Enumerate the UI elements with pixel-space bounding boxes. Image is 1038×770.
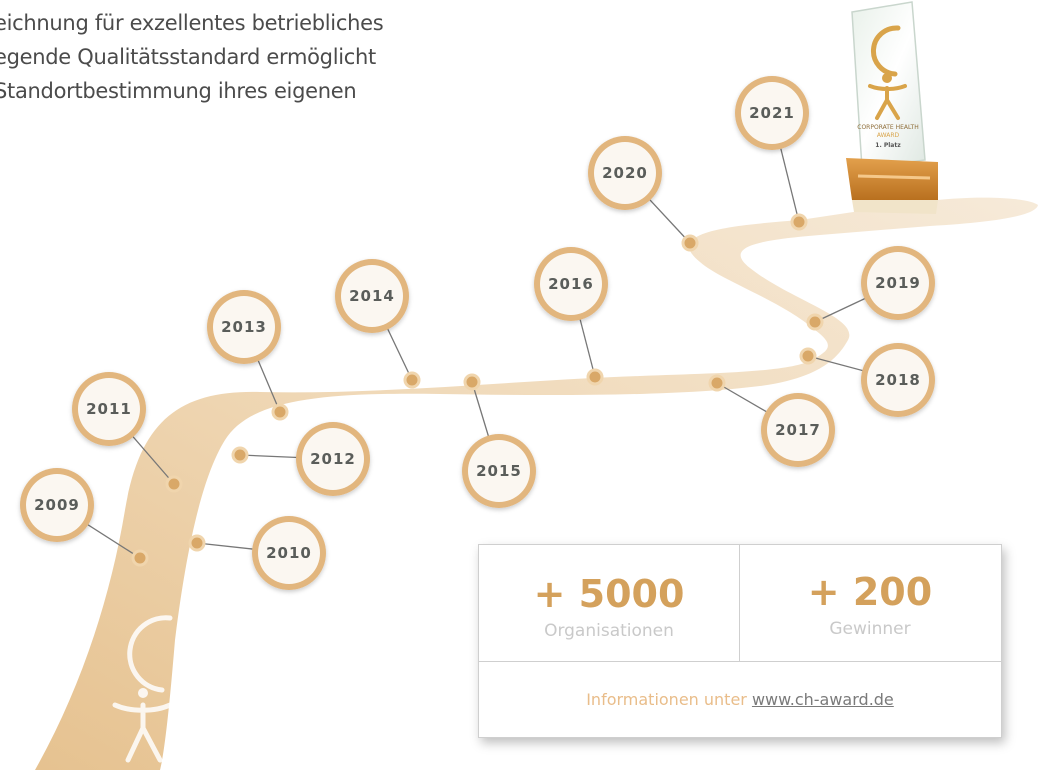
stat-organisations: + 5000 Organisationen — [479, 545, 740, 661]
year-label-2020: 2020 — [602, 164, 648, 182]
stat-winners: + 200 Gewinner — [740, 545, 1000, 661]
timeline-dot-2019 — [806, 313, 824, 331]
timeline-dot-2010 — [188, 534, 206, 552]
year-label-2010: 2010 — [266, 544, 312, 562]
timeline-dot-2016 — [586, 368, 604, 386]
year-label-2014: 2014 — [349, 287, 395, 305]
trophy-line-2: AWARD — [877, 132, 900, 139]
year-label-2018: 2018 — [875, 371, 921, 389]
intro-line-3: Standortbestimmung ihres eigenen — [0, 79, 357, 103]
year-badge-2021: 2021 — [735, 76, 809, 150]
timeline-dot-2014 — [403, 371, 421, 389]
year-badge-2015: 2015 — [462, 434, 536, 508]
timeline-dot-2009 — [131, 549, 149, 567]
year-badge-2019: 2019 — [861, 246, 935, 320]
timeline-dot-2020 — [681, 234, 699, 252]
info-row: Informationen unter www.ch-award.de — [479, 661, 1001, 738]
timeline-dot-2017 — [708, 374, 726, 392]
year-label-2012: 2012 — [310, 450, 356, 468]
year-badge-2016: 2016 — [534, 247, 608, 321]
year-badge-2017: 2017 — [761, 393, 835, 467]
award-trophy: CORPORATE HEALTH AWARD 1. Platz — [846, 1, 938, 214]
year-badge-2018: 2018 — [861, 343, 935, 417]
organisations-count: + 5000 — [533, 572, 685, 616]
year-badge-2013: 2013 — [207, 290, 281, 364]
timeline-road — [35, 197, 1038, 770]
info-prefix: Informationen unter — [586, 690, 752, 709]
year-badge-2010: 2010 — [252, 516, 326, 590]
intro-text: eichnung für exzellentes betriebliches e… — [0, 6, 514, 108]
timeline-dot-2021 — [790, 213, 808, 231]
timeline-dot-2011 — [165, 475, 183, 493]
website-link[interactable]: www.ch-award.de — [751, 690, 894, 709]
organisations-label: Organisationen — [544, 621, 674, 641]
year-badge-2012: 2012 — [296, 422, 370, 496]
year-badge-2014: 2014 — [335, 259, 409, 333]
stats-panel: + 5000 Organisationen + 200 Gewinner Inf… — [478, 544, 1002, 738]
trophy-line-3: 1. Platz — [875, 142, 901, 149]
year-label-2019: 2019 — [875, 274, 921, 292]
year-label-2009: 2009 — [34, 496, 80, 514]
year-label-2011: 2011 — [86, 400, 132, 418]
trophy-line-1: CORPORATE HEALTH — [857, 124, 918, 131]
year-label-2021: 2021 — [749, 104, 795, 122]
year-label-2017: 2017 — [775, 421, 821, 439]
year-label-2016: 2016 — [548, 275, 594, 293]
intro-line-1: eichnung für exzellentes betriebliches — [0, 11, 384, 35]
timeline-dot-2012 — [231, 446, 249, 464]
year-badge-2020: 2020 — [588, 136, 662, 210]
year-label-2013: 2013 — [221, 318, 267, 336]
trophy-logo-icon — [870, 25, 901, 77]
winners-label: Gewinner — [829, 619, 911, 639]
timeline-dot-2013 — [271, 403, 289, 421]
intro-line-2: egende Qualitätsstandard ermöglicht — [0, 45, 376, 69]
winners-count: + 200 — [807, 570, 933, 614]
ch-logo-watermark-icon — [112, 615, 173, 763]
year-badge-2009: 2009 — [20, 468, 94, 542]
year-badge-2011: 2011 — [72, 372, 146, 446]
timeline-dot-2018 — [799, 347, 817, 365]
year-label-2015: 2015 — [476, 462, 522, 480]
timeline-dot-2015 — [463, 373, 481, 391]
